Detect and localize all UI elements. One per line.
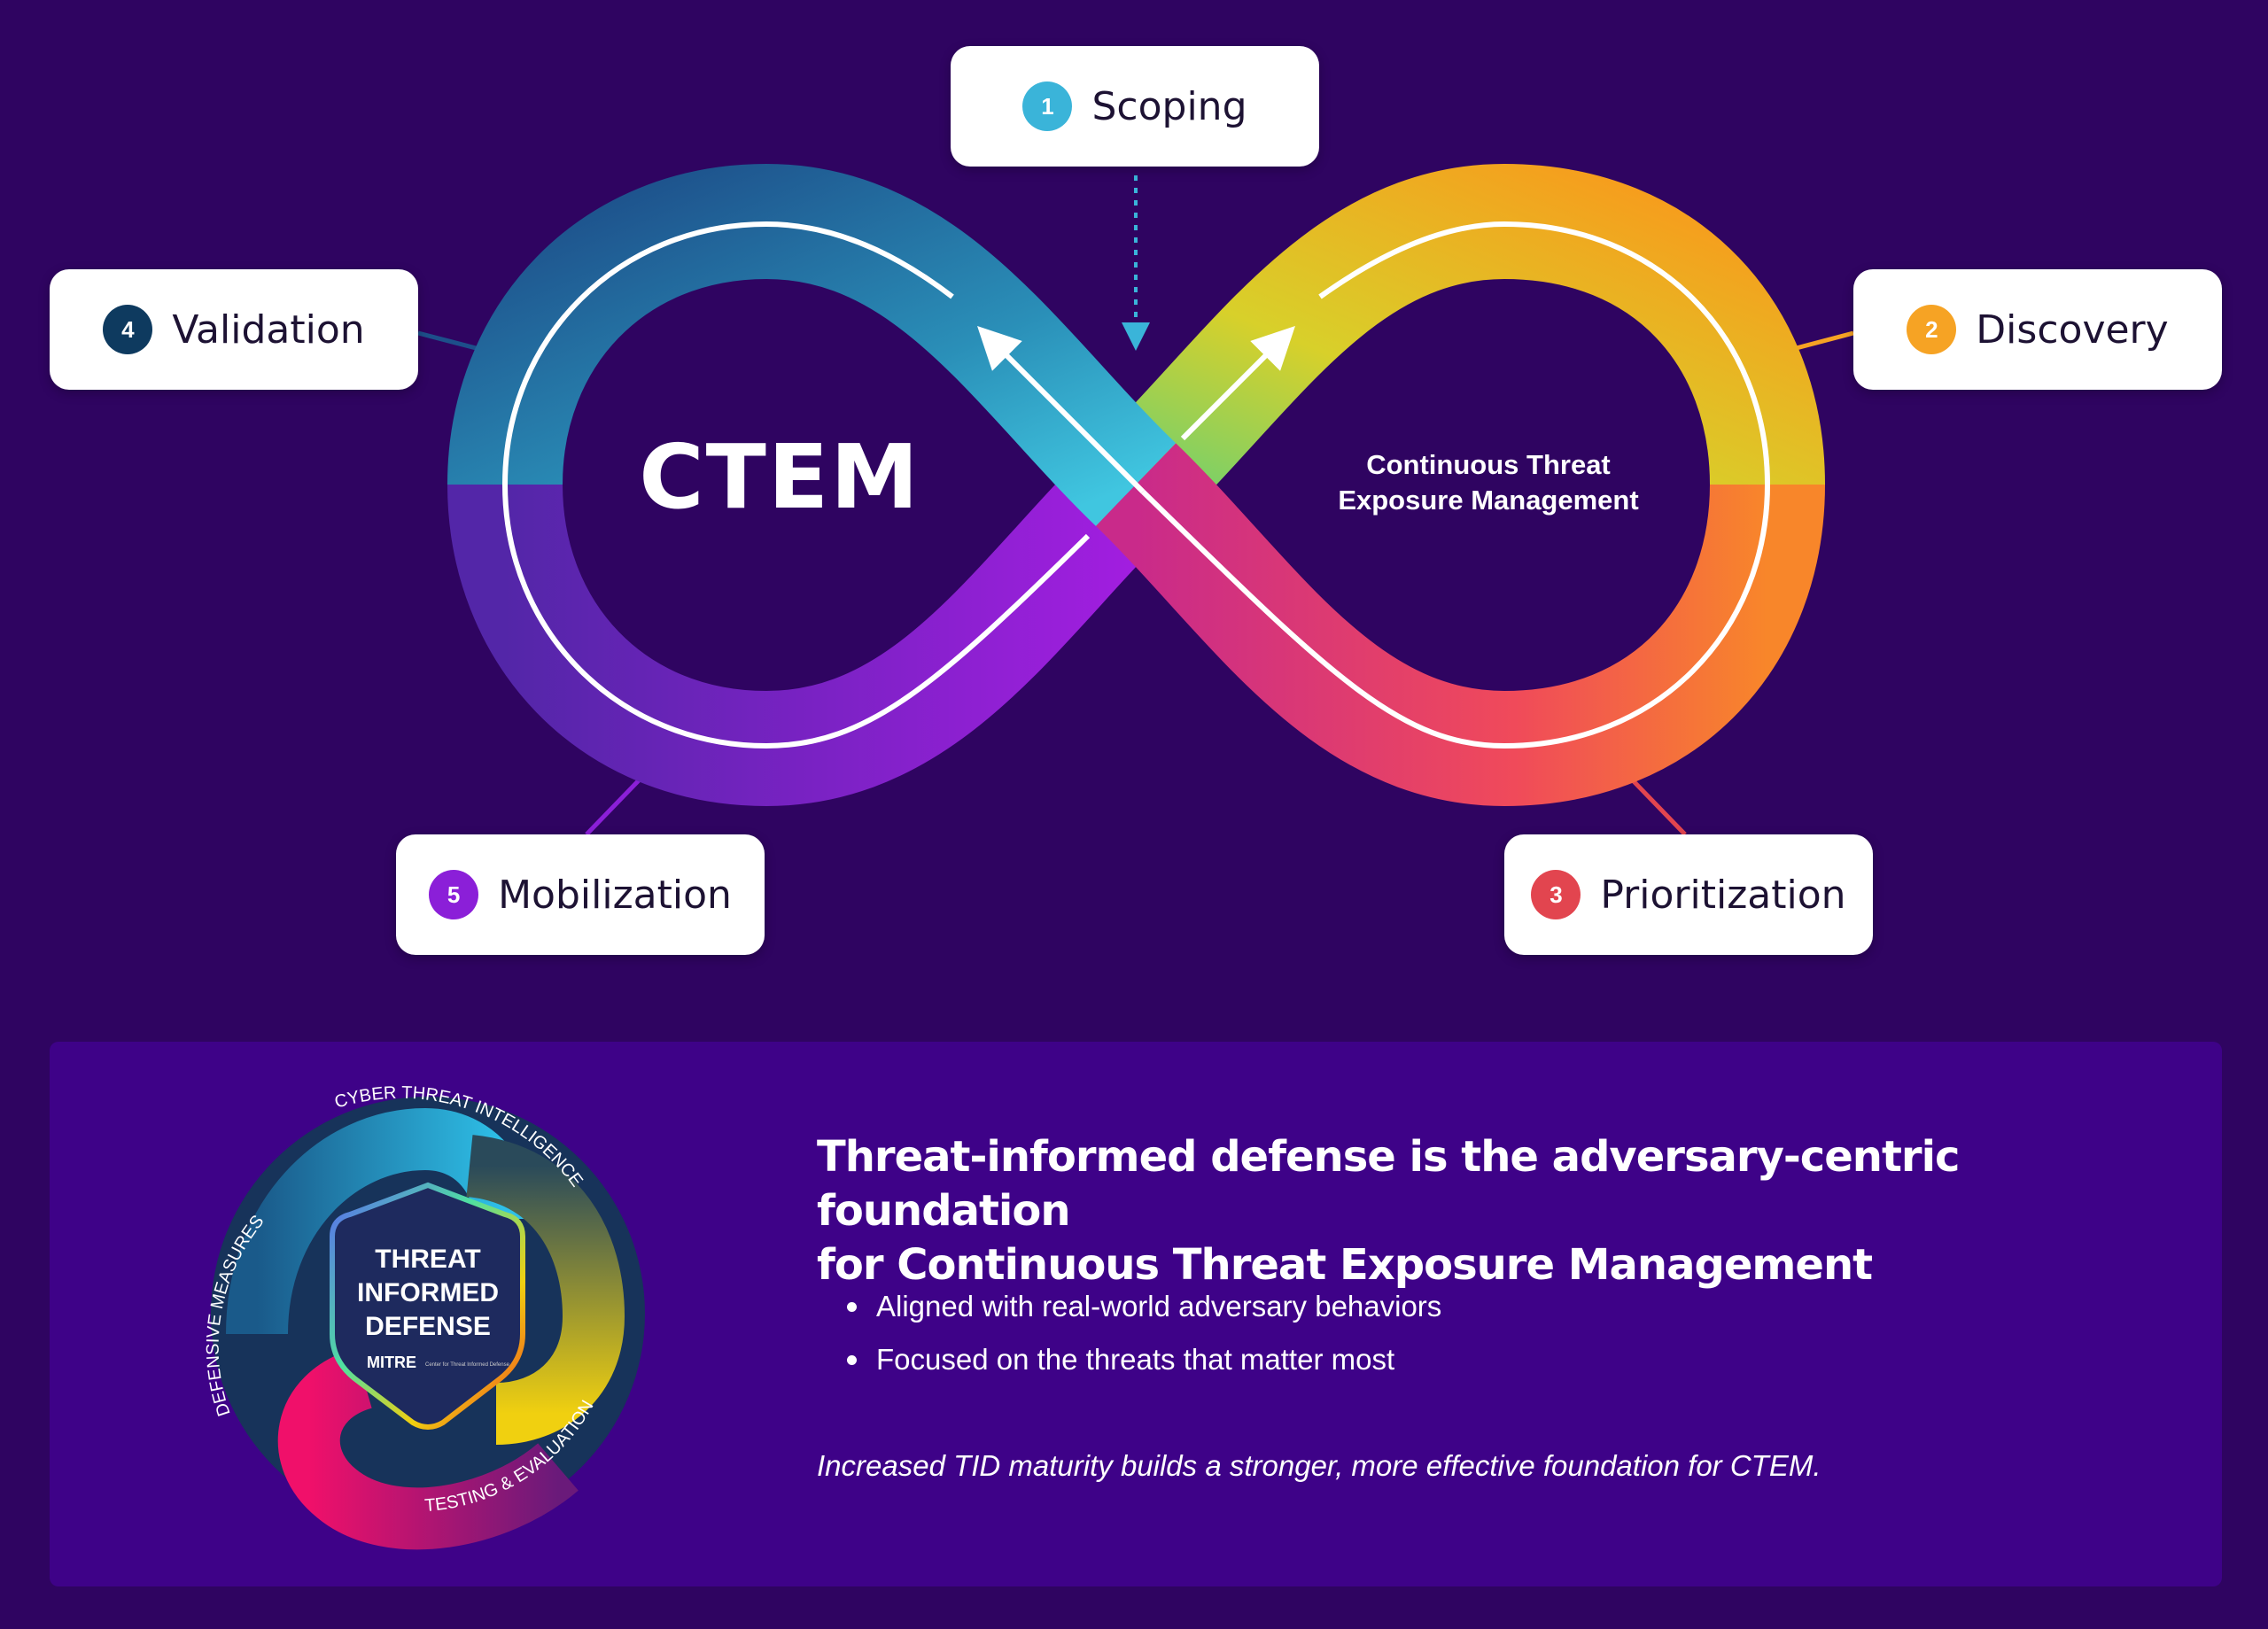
badge-title-line: DEFENSE xyxy=(365,1312,491,1341)
stage-label: Prioritization xyxy=(1600,872,1846,918)
ctem-subtitle: Continuous Threat Exposure Management xyxy=(1276,447,1701,518)
discovery-connector xyxy=(1789,330,1854,353)
bullet-item: Focused on the threats that matter most xyxy=(847,1343,1441,1377)
loop-segment-top-right xyxy=(1095,163,1825,526)
subtitle-line: Exposure Management xyxy=(1338,485,1639,516)
mitre-logo-subtitle: Center for Threat Informed Defense xyxy=(425,1362,510,1368)
track-line-left xyxy=(501,221,1091,749)
stage-number-badge: 4 xyxy=(103,305,153,354)
stage-label: Scoping xyxy=(1091,83,1247,129)
mitre-logo: MITRE xyxy=(367,1354,416,1371)
stage-number-badge: 2 xyxy=(1907,305,1957,354)
badge-title-line: THREAT xyxy=(375,1245,480,1274)
stage-validation: 4 Validation xyxy=(50,269,418,390)
prioritization-connector xyxy=(1630,778,1687,836)
ctem-title: CTEM xyxy=(639,425,920,529)
shield-icon xyxy=(330,1182,525,1430)
arrow-icon xyxy=(1180,326,1295,441)
headline-line: Threat-informed defense is the adversary… xyxy=(817,1132,1960,1236)
stage-mobilization: 5 Mobilization xyxy=(396,834,765,955)
panel-footnote: Increased TID maturity builds a stronger… xyxy=(817,1449,1821,1482)
stage-label: Validation xyxy=(172,306,365,353)
stage-number-badge: 5 xyxy=(429,870,479,919)
stage-prioritization: 3 Prioritization xyxy=(1504,834,1873,955)
arrow-icon xyxy=(977,326,1146,494)
stage-label: Discovery xyxy=(1976,306,2169,353)
threat-informed-defense-badge: THREAT INFORMED DEFENSE MITRE Center for… xyxy=(204,1083,645,1550)
stage-number-badge: 1 xyxy=(1022,81,1073,131)
infinity-loop-diagram xyxy=(417,163,1854,836)
stage-number-badge: 3 xyxy=(1531,870,1581,919)
panel-headline: Threat-informed defense is the adversary… xyxy=(817,1130,2199,1292)
stage-label: Mobilization xyxy=(498,872,732,918)
headline-line: for Continuous Threat Exposure Managemen… xyxy=(817,1240,1873,1290)
bullet-list: Aligned with real-world adversary behavi… xyxy=(847,1290,1441,1396)
track-line-right xyxy=(1140,221,1771,749)
subtitle-line: Continuous Threat xyxy=(1366,449,1611,480)
badge-title-line: INFORMED xyxy=(357,1278,499,1307)
stage-scoping: 1 Scoping xyxy=(951,46,1319,167)
bullet-dot-icon xyxy=(847,1354,857,1365)
bullet-item: Aligned with real-world adversary behavi… xyxy=(847,1290,1441,1323)
validation-connector xyxy=(417,330,484,353)
bullet-dot-icon xyxy=(847,1301,857,1312)
mobilization-connector xyxy=(585,778,641,836)
bullet-text: Aligned with real-world adversary behavi… xyxy=(876,1290,1442,1323)
loop-segment-bottom-right xyxy=(1095,443,1825,807)
stage-discovery: 2 Discovery xyxy=(1853,269,2222,390)
bullet-text: Focused on the threats that matter most xyxy=(876,1343,1395,1376)
